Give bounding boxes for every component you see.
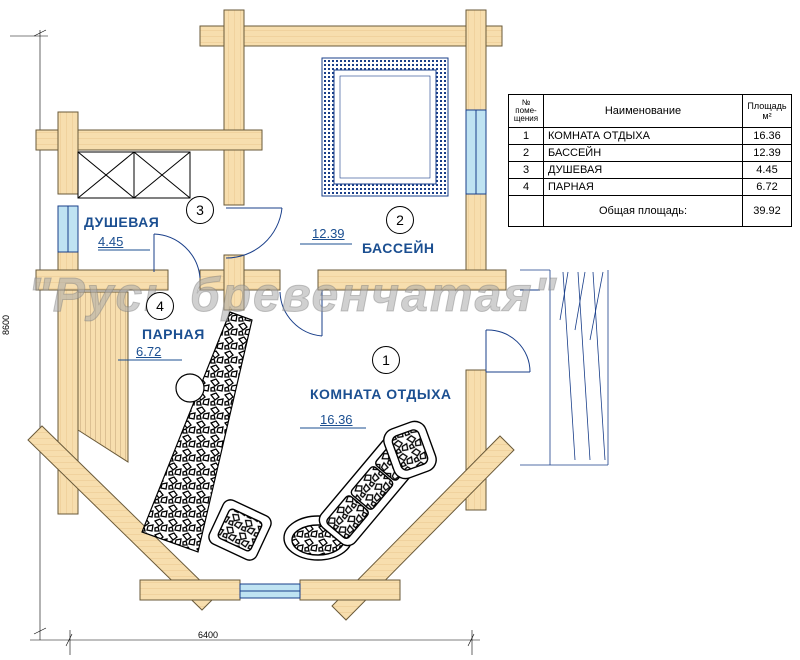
cell-area: 12.39 xyxy=(742,144,792,162)
area-table: № поме-щения Наименование Площадь м² 1 К… xyxy=(508,94,792,227)
cell-num: 1 xyxy=(508,127,544,145)
room-number-2: 2 xyxy=(386,206,414,234)
total-value: 39.92 xyxy=(742,195,792,227)
log-walls xyxy=(27,9,515,621)
room-area-2: 12.39 xyxy=(312,226,345,241)
cell-area: 16.36 xyxy=(742,127,792,145)
room-name-2: БАССЕЙН xyxy=(362,240,435,256)
room-number-1: 1 xyxy=(372,346,400,374)
dimension-height: 8600 xyxy=(1,314,12,336)
table-row: 1 КОМНАТА ОТДЫХА 16.36 xyxy=(508,127,792,145)
room-area-3: 4.45 xyxy=(98,234,124,249)
doors xyxy=(153,207,540,373)
terrace-hatch xyxy=(520,269,609,466)
cell-area: 6.72 xyxy=(742,178,792,196)
sauna-bench xyxy=(77,291,129,463)
area-underlines xyxy=(98,243,366,429)
pool xyxy=(321,57,449,197)
header-room-number: № поме-щения xyxy=(508,94,544,128)
cell-empty xyxy=(508,195,544,227)
table-total-row: Общая площадь: 39.92 xyxy=(508,195,792,227)
room-name-1: КОМНАТА ОТДЫХА xyxy=(310,386,452,402)
header-area: Площадь м² xyxy=(742,94,792,128)
room-number-4: 4 xyxy=(146,292,174,320)
total-label: Общая площадь: xyxy=(543,195,743,227)
cell-num: 4 xyxy=(508,178,544,196)
header-room-name: Наименование xyxy=(543,94,743,128)
cell-num: 3 xyxy=(508,161,544,179)
stone-wall xyxy=(141,311,253,553)
watermark: "Русь бревенчатая" xyxy=(27,269,559,323)
windows xyxy=(57,109,487,599)
room-area-1: 16.36 xyxy=(320,412,353,427)
cell-name: ДУШЕВАЯ xyxy=(543,161,743,179)
cell-name: БАССЕЙН xyxy=(543,144,743,162)
furniture xyxy=(208,420,437,561)
table-row: 4 ПАРНАЯ 6.72 xyxy=(508,178,792,196)
cell-area: 4.45 xyxy=(742,161,792,179)
cell-name: КОМНАТА ОТДЫХА xyxy=(543,127,743,145)
table-row: 3 ДУШЕВАЯ 4.45 xyxy=(508,161,792,179)
dimension-width: 6400 xyxy=(198,630,219,640)
room-area-4: 6.72 xyxy=(136,344,162,359)
room-name-3: ДУШЕВАЯ xyxy=(84,214,160,230)
table-header-row: № поме-щения Наименование Площадь м² xyxy=(508,94,792,128)
shower-cabins xyxy=(77,151,191,199)
cell-num: 2 xyxy=(508,144,544,162)
room-number-3: 3 xyxy=(186,196,214,224)
cell-name: ПАРНАЯ xyxy=(543,178,743,196)
room-name-4: ПАРНАЯ xyxy=(142,326,205,342)
table-row: 2 БАССЕЙН 12.39 xyxy=(508,144,792,162)
